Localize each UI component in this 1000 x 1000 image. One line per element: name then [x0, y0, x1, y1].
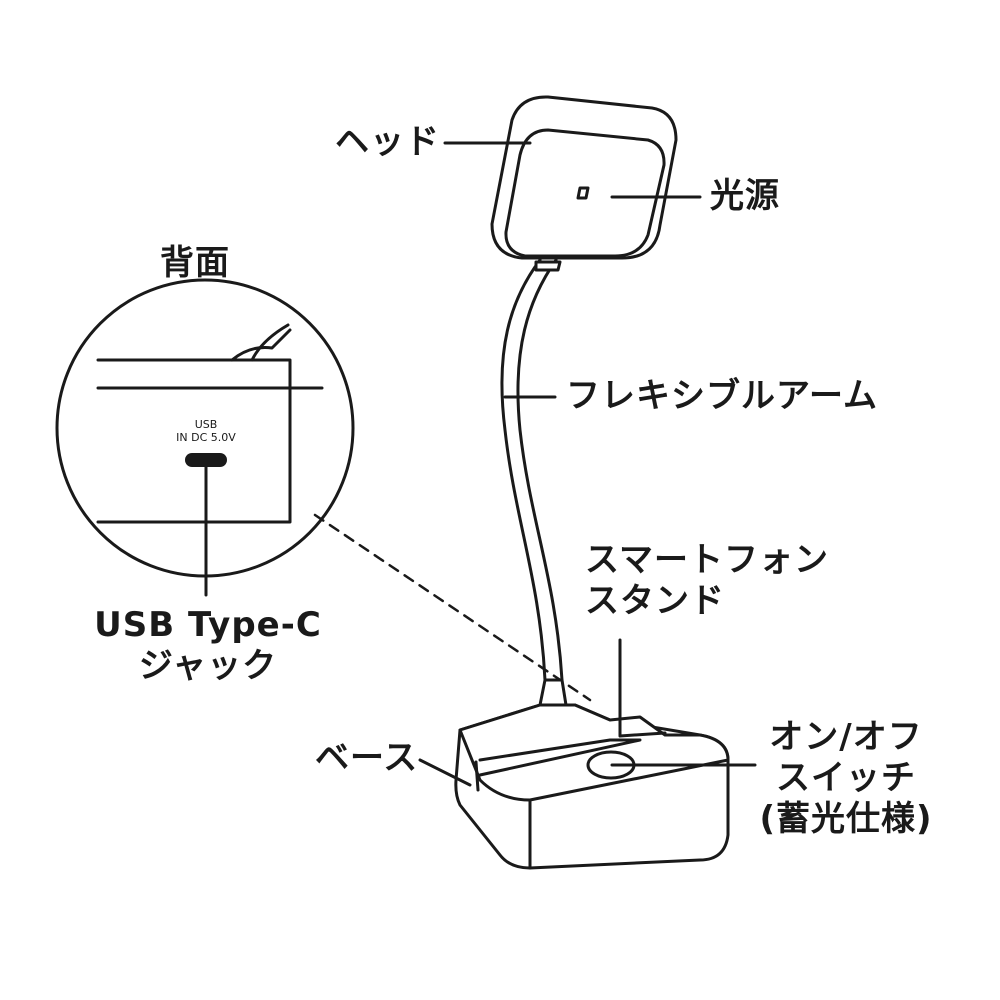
back-label: 背面	[160, 243, 230, 283]
light-source-label: 光源	[710, 176, 780, 216]
base-leader-line	[418, 758, 472, 787]
switch-label-line1: オン/オフ	[769, 717, 923, 757]
usb-jack-label-line2: ジャック	[138, 645, 278, 686]
usb-port-marking: USB IN DC 5.0V	[160, 418, 252, 444]
flexible-arm	[500, 258, 564, 682]
switch-label-line3: (蓄光仕様)	[759, 798, 933, 839]
usb-marking-line1: USB	[194, 418, 218, 431]
back-detail-circle	[55, 278, 355, 578]
switch-label: オン/オフ スイッチ (蓄光仕様)	[756, 717, 936, 839]
lamp-head	[490, 95, 678, 260]
detail-dashed-line	[313, 513, 592, 702]
switch-label-line2: スイッチ	[776, 757, 916, 798]
arm-joint	[538, 678, 568, 707]
usb-jack-label: USB Type-C ジャック	[90, 605, 326, 687]
lamp-base	[454, 703, 730, 870]
base-label: ベース	[315, 738, 419, 778]
phone-stand-label-line1: スマートフォン	[585, 540, 829, 580]
usb-jack-label-line1: USB Type-C	[94, 605, 322, 645]
usb-marking-line2: IN DC 5.0V	[176, 431, 236, 444]
flexible-arm-label: フレキシブルアーム	[566, 376, 878, 416]
phone-stand-label: スマートフォン スタンド	[585, 540, 829, 622]
head-label: ヘッド	[335, 122, 440, 162]
phone-stand-label-line2: スタンド	[585, 580, 725, 621]
usb-port	[185, 453, 227, 467]
